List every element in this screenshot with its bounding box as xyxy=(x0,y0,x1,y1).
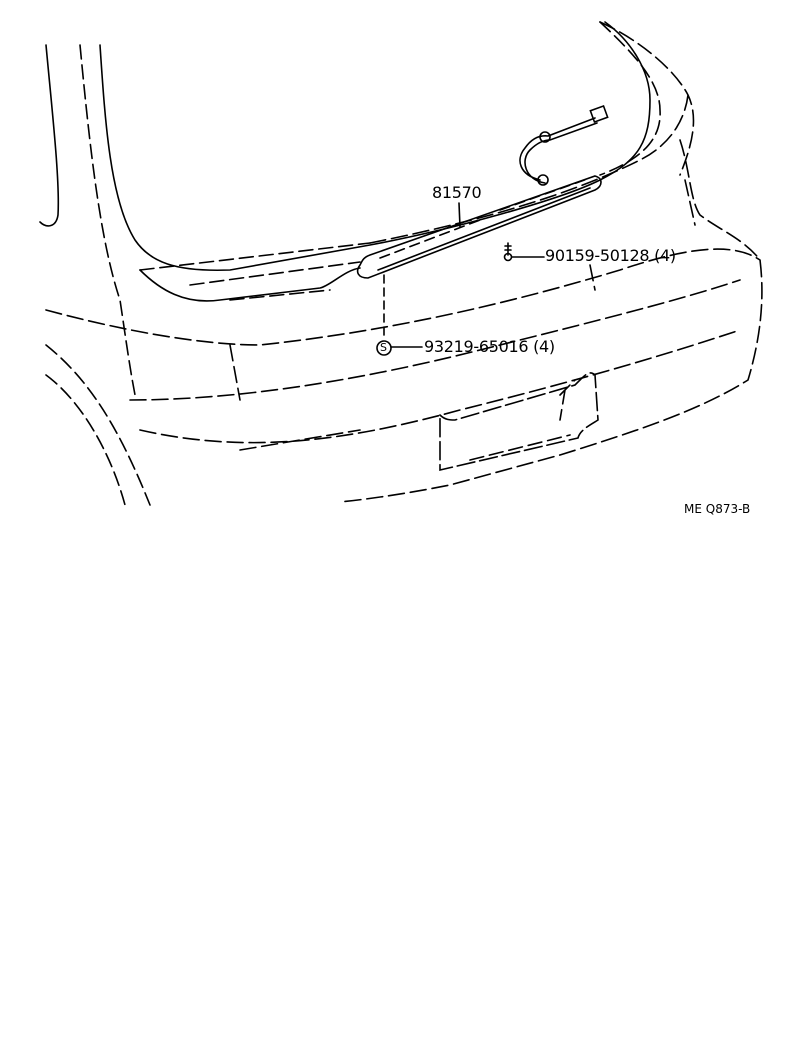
wiring-clip xyxy=(539,131,551,143)
wiring-grommet xyxy=(537,174,549,186)
stop-lamp-dashes xyxy=(379,177,591,259)
license-plate-recess xyxy=(439,372,599,472)
screw-s-symbol-icon xyxy=(376,340,392,356)
stop-lamp-line xyxy=(377,187,591,271)
screw-s-symbol-letter: S xyxy=(380,341,387,354)
figure-code: ME Q873-B xyxy=(684,502,751,516)
wiring-connector xyxy=(589,104,609,124)
roof-dashed xyxy=(79,44,137,401)
hatch-verticals xyxy=(229,179,696,401)
part-label-90159-50128: 90159-50128 (4) xyxy=(545,246,676,265)
part-quantity: (4) xyxy=(654,246,676,265)
part-number: 93219-65016 xyxy=(424,337,529,356)
wheel-arch-dashed xyxy=(45,344,151,506)
spoiler-top xyxy=(139,242,371,301)
stop-lamp-body xyxy=(356,175,602,279)
part-quantity: (4) xyxy=(533,337,555,356)
rear-window-outline-dashed xyxy=(599,21,661,176)
hatch-upper-dashed xyxy=(369,21,695,244)
hatch-lower-dashed xyxy=(45,248,761,346)
left-pillar-line xyxy=(39,44,60,227)
license-plate-inner xyxy=(469,379,576,461)
hatch-side-dashed xyxy=(339,139,763,503)
spoiler-outline xyxy=(139,267,361,302)
wiring-harness xyxy=(519,117,598,184)
part-label-93219-65016: 93219-65016 (4) xyxy=(424,337,555,356)
part-number: 90159-50128 xyxy=(545,246,650,265)
leader-81570 xyxy=(458,202,461,228)
part-label-81570: 81570 xyxy=(432,183,482,202)
rear-window-outline xyxy=(99,21,651,272)
hatch-panel-dashed xyxy=(129,279,741,451)
